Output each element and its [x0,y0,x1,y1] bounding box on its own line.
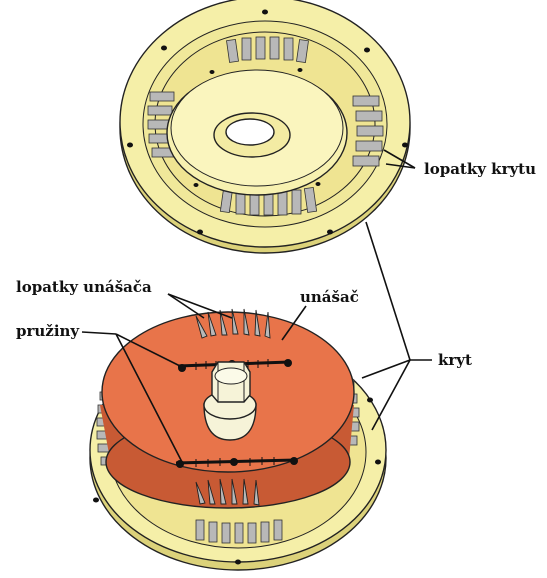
label-carrier: unášač [300,288,359,306]
hub-nut [204,362,256,440]
label-carrier-vanes: lopatky unášača [16,278,152,296]
label-cover-vanes: lopatky krytu [424,160,536,178]
carrier-disc [100,309,354,508]
label-springs: pružiny [16,322,80,340]
label-cover: kryt [438,351,472,369]
upper-cover [120,0,410,253]
